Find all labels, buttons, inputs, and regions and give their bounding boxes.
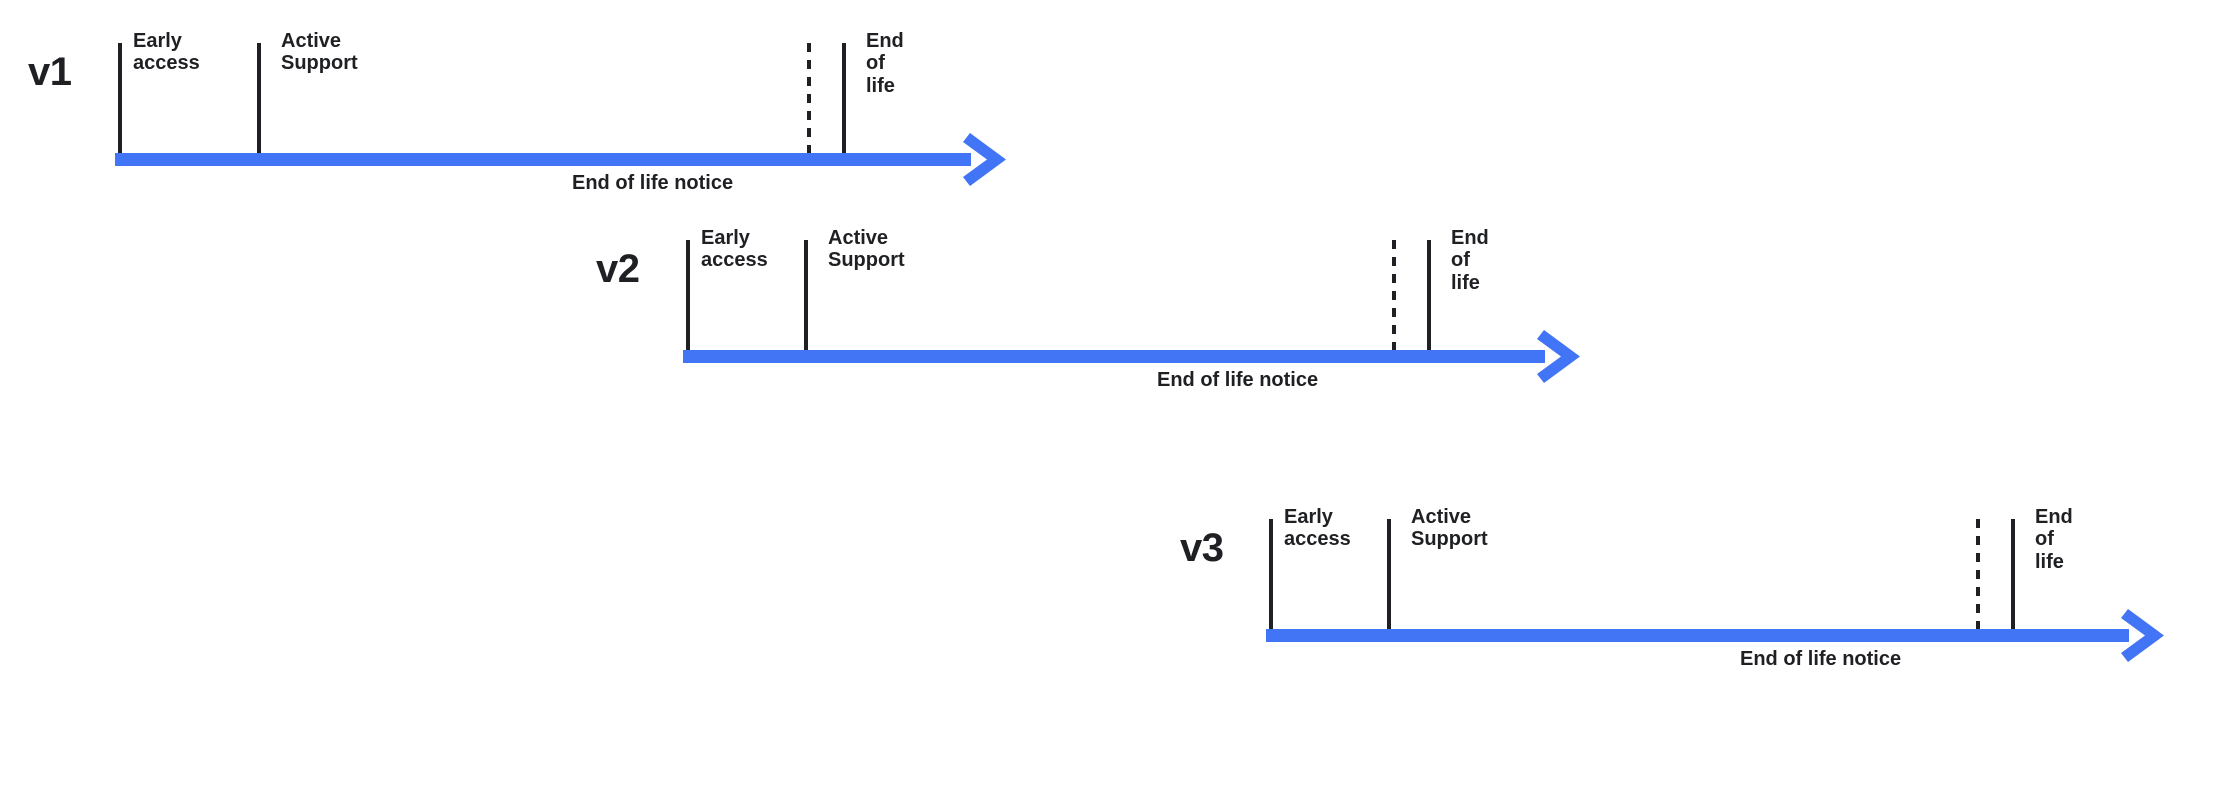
arrow-head-icon-v1 bbox=[960, 129, 1022, 191]
phase-divider-early-access-start-v2 bbox=[686, 240, 690, 350]
phase-divider-active-support-start-v1 bbox=[257, 43, 261, 153]
bar-caption-v2: End of life notice bbox=[1157, 369, 1319, 391]
version-label-v1: v1 bbox=[28, 50, 72, 94]
lifecycle-bar-v2 bbox=[683, 350, 1545, 363]
phase-label-active-support-v2: Active Support bbox=[828, 227, 905, 272]
phase-divider-early-access-start-v3 bbox=[1269, 519, 1273, 629]
phase-divider-active-support-start-v3 bbox=[1387, 519, 1391, 629]
phase-divider-end-of-life-start-v3 bbox=[2011, 519, 2015, 629]
arrow-head-icon-v2 bbox=[1534, 326, 1596, 388]
phase-label-end-of-life-v2: End of life bbox=[1451, 227, 1489, 294]
phase-label-active-support-v3: Active Support bbox=[1411, 506, 1488, 551]
arrow-head-icon-v3 bbox=[2118, 605, 2180, 667]
phase-divider-active-support-start-v2 bbox=[804, 240, 808, 350]
end-of-life-notice-marker-v1 bbox=[807, 43, 811, 153]
phase-label-end-of-life-v1: End of life bbox=[866, 30, 904, 97]
bar-caption-v1: End of life notice bbox=[572, 172, 734, 194]
bar-caption-v3: End of life notice bbox=[1740, 648, 1902, 670]
phase-label-early-access-v3: Early access bbox=[1284, 506, 1351, 551]
version-label-v2: v2 bbox=[596, 247, 640, 291]
phase-divider-end-of-life-start-v1 bbox=[842, 43, 846, 153]
phase-label-early-access-v2: Early access bbox=[701, 227, 768, 272]
phase-label-end-of-life-v3: End of life bbox=[2035, 506, 2073, 573]
version-label-v3: v3 bbox=[1180, 526, 1224, 570]
phase-divider-end-of-life-start-v2 bbox=[1427, 240, 1431, 350]
lifecycle-bar-v1 bbox=[115, 153, 971, 166]
phase-label-early-access-v1: Early access bbox=[133, 30, 200, 75]
lifecycle-bar-v3 bbox=[1266, 629, 2129, 642]
end-of-life-notice-marker-v3 bbox=[1976, 519, 1980, 629]
phase-divider-early-access-start-v1 bbox=[118, 43, 122, 153]
end-of-life-notice-marker-v2 bbox=[1392, 240, 1396, 350]
phase-label-active-support-v1: Active Support bbox=[281, 30, 358, 75]
